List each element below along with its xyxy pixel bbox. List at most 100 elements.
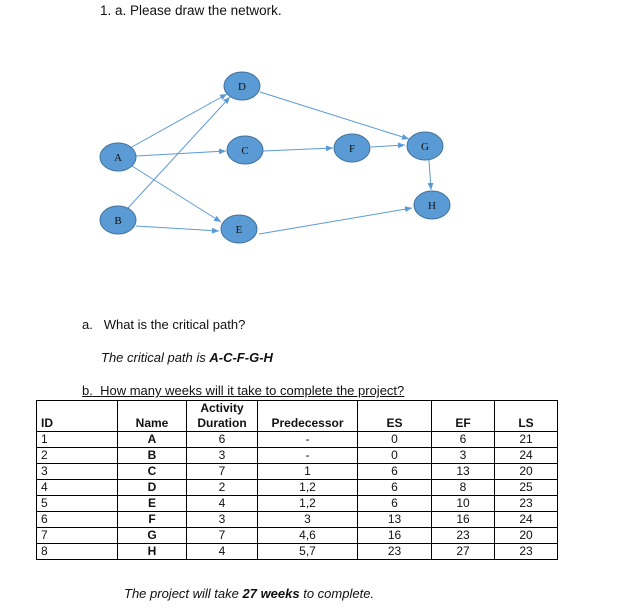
- predecessor-header: Predecessor: [257, 416, 358, 432]
- ef-cell: 3: [431, 447, 495, 464]
- ef-cell: 10: [431, 495, 495, 512]
- ls-cell: 24: [494, 511, 558, 528]
- es-header: ES: [357, 416, 432, 432]
- name-cell: H: [117, 543, 187, 560]
- ef-cell: 13: [431, 463, 495, 480]
- project-duration-answer: The project will take 27 weeks to comple…: [124, 586, 374, 601]
- duration-suffix: to complete.: [299, 586, 375, 601]
- question-a: a. What is the critical path?: [82, 317, 245, 332]
- edge-d-g: [259, 91, 410, 140]
- predecessor-cell: 5,7: [257, 543, 358, 560]
- question-b-letter: b.: [82, 383, 93, 398]
- id-cell: 4: [36, 479, 118, 496]
- es-cell: 16: [357, 527, 432, 544]
- node-c-label: C: [241, 145, 248, 157]
- ef-cell: 27: [431, 543, 495, 560]
- node-c: [226, 135, 264, 165]
- question-b: b. How many weeks will it take to comple…: [82, 383, 404, 398]
- name-cell: B: [117, 447, 187, 464]
- node-b: [99, 205, 137, 235]
- es-cell: 6: [357, 479, 432, 496]
- ls-cell: 25: [494, 479, 558, 496]
- ef-header: EF: [431, 416, 495, 432]
- duration-cell: 3: [186, 447, 258, 464]
- duration-cell: 3: [186, 511, 258, 528]
- duration-cell: 7: [186, 463, 258, 480]
- id-cell: 5: [36, 495, 118, 512]
- es-cell: 6: [357, 495, 432, 512]
- duration-cell: 2: [186, 479, 258, 496]
- activity-table: Activity ID Name Duration Predecessor ES…: [36, 400, 558, 560]
- critical-path-prefix: The critical path is: [101, 350, 210, 365]
- duration-prefix: The project will take: [124, 586, 243, 601]
- predecessor-cell: 1: [257, 463, 358, 480]
- name-header: Name: [117, 416, 187, 432]
- id-cell: 2: [36, 447, 118, 464]
- name-cell: G: [117, 527, 187, 544]
- table-header-row-2: ID Name Duration Predecessor ES EF LS: [36, 416, 558, 432]
- duration-cell: 7: [186, 527, 258, 544]
- predecessor-cell: -: [257, 431, 358, 448]
- question-1-heading: 1. a. Please draw the network.: [100, 3, 282, 18]
- edge-b-d: [127, 96, 231, 209]
- question-a-letter: a.: [82, 317, 93, 332]
- es-cell: 0: [357, 447, 432, 464]
- edge-b-e: [135, 225, 220, 234]
- ef-cell: 23: [431, 527, 495, 544]
- es-cell: 23: [357, 543, 432, 560]
- id-cell: 8: [36, 543, 118, 560]
- edge-a-e: [131, 165, 222, 223]
- name-header-top: [117, 400, 187, 416]
- id-cell: 1: [36, 431, 118, 448]
- node-g-label: G: [421, 141, 429, 153]
- node-e: [220, 214, 258, 244]
- es-cell: 13: [357, 511, 432, 528]
- edges: [127, 91, 434, 235]
- question-b-text-content: How many weeks will it take to complete …: [100, 383, 405, 398]
- id-cell: 6: [36, 511, 118, 528]
- question-a-text: What is the critical path?: [103, 317, 246, 332]
- duration-header-line1: Activity: [186, 400, 258, 416]
- name-cell: F: [117, 511, 187, 528]
- id-header: ID: [36, 416, 118, 432]
- ls-cell: 23: [494, 495, 558, 512]
- es-cell: 0: [357, 431, 432, 448]
- predecessor-cell: 3: [257, 511, 358, 528]
- node-h: [413, 190, 451, 220]
- node-b-label: B: [114, 215, 121, 227]
- ef-cell: 16: [431, 511, 495, 528]
- node-d: [223, 71, 261, 101]
- edge-e-h: [258, 206, 413, 235]
- predecessor-cell: 4,6: [257, 527, 358, 544]
- ls-cell: 24: [494, 447, 558, 464]
- node-f: [333, 133, 371, 163]
- ls-header: LS: [494, 416, 558, 432]
- node-e-label: E: [236, 224, 243, 236]
- node-h-label: H: [428, 200, 436, 212]
- critical-path-answer: The critical path is A-C-F-G-H: [101, 350, 273, 365]
- duration-header-line2: Duration: [186, 416, 258, 432]
- ef-cell: 6: [431, 431, 495, 448]
- ls-header-top: [494, 400, 558, 416]
- node-f-label: F: [349, 143, 355, 155]
- edge-a-c: [135, 148, 227, 157]
- node-d-label: D: [238, 81, 246, 93]
- name-cell: A: [117, 431, 187, 448]
- name-cell: D: [117, 479, 187, 496]
- predecessor-cell: 1,2: [257, 479, 358, 496]
- ef-header-top: [431, 400, 495, 416]
- es-header-top: [357, 400, 432, 416]
- predecessor-cell: 1,2: [257, 495, 358, 512]
- edge-c-f: [262, 145, 334, 152]
- predecessor-header-top: [257, 400, 358, 416]
- edge-f-g: [370, 142, 406, 149]
- duration-value: 27 weeks: [242, 586, 300, 601]
- name-cell: E: [117, 495, 187, 512]
